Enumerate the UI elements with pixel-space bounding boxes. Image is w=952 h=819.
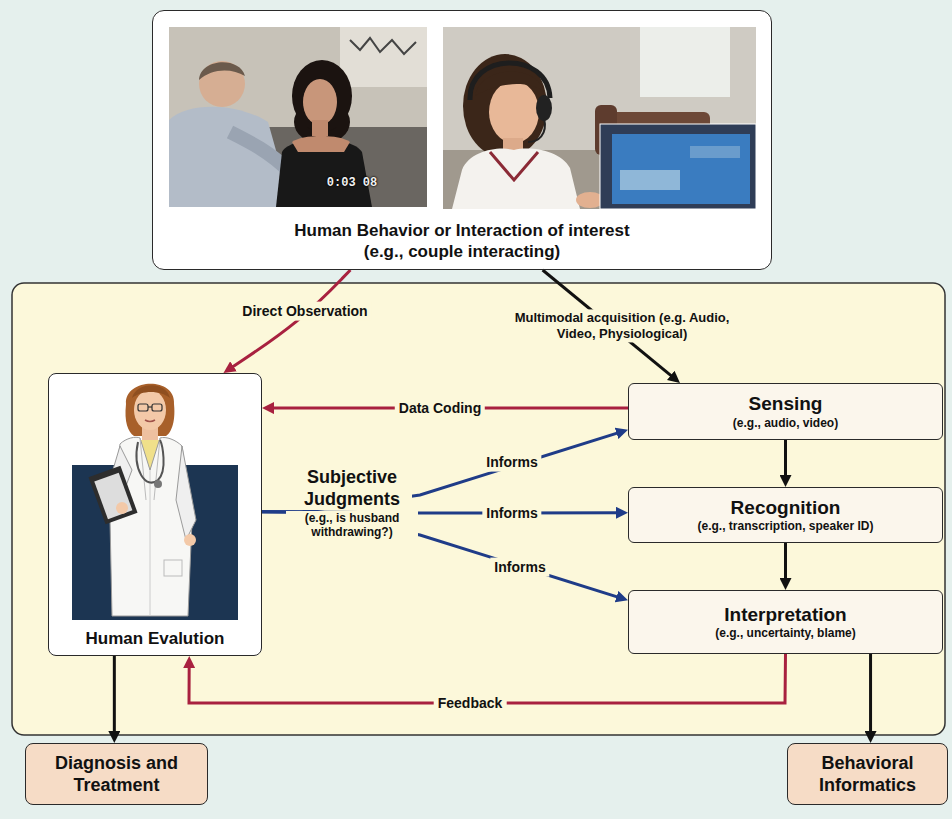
node-title: Diagnosis and Treatment bbox=[34, 752, 199, 797]
box-fill bbox=[152, 10, 772, 270]
node-subtitle: (e.g., transcription, speaker ID) bbox=[697, 519, 873, 534]
outcome-box: Behavioral Informatics bbox=[787, 743, 948, 805]
judgment-heading: Subjective Judgments bbox=[292, 467, 412, 510]
edge-label: Informs bbox=[482, 453, 541, 472]
node-title: Interpretation bbox=[724, 603, 846, 627]
system-panel bbox=[12, 283, 945, 735]
flow-arrow bbox=[784, 440, 787, 479]
edge-label: Direct Observation bbox=[238, 302, 371, 321]
node-title: Sensing bbox=[749, 392, 823, 416]
flow-arrow bbox=[262, 432, 620, 512]
process-box: Recognition(e.g., transcription, speaker… bbox=[628, 487, 943, 543]
process-box: Interpretation(e.g., uncertainty, blame) bbox=[628, 590, 943, 654]
clinician-illustration bbox=[72, 384, 238, 620]
edge-label: Feedback bbox=[434, 694, 507, 713]
process-box: Sensing(e.g., audio, video) bbox=[628, 383, 943, 440]
video-timestamp: 0:03 08 bbox=[317, 176, 387, 190]
box-fill bbox=[48, 373, 262, 656]
edge-label: Informs bbox=[482, 504, 541, 523]
flow-arrow bbox=[113, 656, 116, 735]
edge-label: Data Coding bbox=[395, 399, 485, 418]
flow-arrow bbox=[869, 654, 872, 735]
node-title: Human Evalution bbox=[86, 628, 225, 649]
edge-label: Informs bbox=[490, 558, 549, 577]
couple-photo bbox=[169, 27, 427, 207]
panel-box: Human Evalution bbox=[48, 373, 262, 656]
judgment-example: (e.g., is husband withdrawing?) bbox=[286, 511, 418, 540]
node-title: Recognition bbox=[731, 496, 841, 520]
flow-arrow bbox=[784, 543, 787, 582]
edge-label: Multimodal acquisition (e.g. Audio, Vide… bbox=[497, 309, 747, 342]
node-title: Human Behavior or Interaction of interes… bbox=[294, 220, 629, 241]
flow-arrow bbox=[262, 512, 620, 598]
node-subtitle: (e.g., couple interacting) bbox=[364, 241, 560, 262]
node-title: Behavioral Informatics bbox=[796, 752, 939, 797]
node-subtitle: (e.g., uncertainty, blame) bbox=[715, 626, 855, 641]
panel-box: Human Behavior or Interaction of interes… bbox=[152, 10, 772, 270]
child-photo bbox=[443, 27, 756, 209]
node-subtitle: (e.g., audio, video) bbox=[733, 416, 838, 431]
outcome-box: Diagnosis and Treatment bbox=[25, 743, 208, 805]
